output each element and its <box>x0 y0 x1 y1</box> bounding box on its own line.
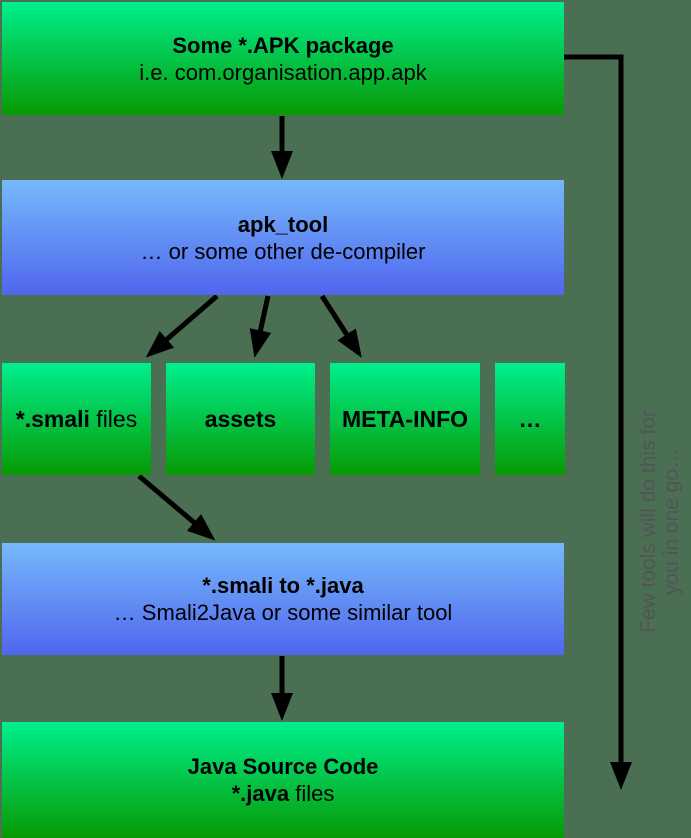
node-apk-tool: apk_tool … or some other de-compiler <box>2 180 564 295</box>
side-note: Few tools will do this for you in one go… <box>637 298 683 745</box>
smali-to-java-title: *.smali to *.java <box>202 573 364 598</box>
node-assets: assets <box>166 363 315 475</box>
side-note-line2: you in one go… <box>660 447 683 596</box>
arrow-apktool-to-assets <box>249 295 272 358</box>
node-java-source: Java Source Code *.java files <box>2 722 564 838</box>
assets-label: assets <box>204 405 277 432</box>
node-smali-files: *.smali files <box>2 363 151 475</box>
node-smali-to-java: *.smali to *.java … Smali2Java or some s… <box>2 543 564 655</box>
arrow-apktool-to-metainfo <box>319 294 362 358</box>
apk-tool-title: apk_tool <box>237 211 329 237</box>
side-note-line1: Few tools will do this for <box>637 410 660 633</box>
meta-info-label: META-INFO <box>341 405 469 432</box>
smali-to-java-subtitle: … Smali2Java or some similar tool <box>113 600 453 625</box>
apk-tool-subtitle: … or some other de-compiler <box>140 238 426 264</box>
more-label: … <box>518 405 542 432</box>
node-meta-info: META-INFO <box>330 363 480 475</box>
arrow-bypass-right <box>564 54 633 791</box>
node-apk-package: Some *.APK package i.e. com.organisation… <box>2 2 564 115</box>
java-source-title: Java Source Code <box>187 754 379 779</box>
apk-package-title: Some *.APK package <box>172 32 394 58</box>
arrow-smali-to-smali2java <box>137 474 216 541</box>
node-more: … <box>495 363 565 475</box>
java-source-subtitle: *.java files <box>231 781 335 806</box>
smali-files-label: *.smali files <box>15 405 138 432</box>
apk-package-subtitle: i.e. com.organisation.app.apk <box>139 59 427 85</box>
arrow-apktool-to-smali <box>145 294 219 358</box>
